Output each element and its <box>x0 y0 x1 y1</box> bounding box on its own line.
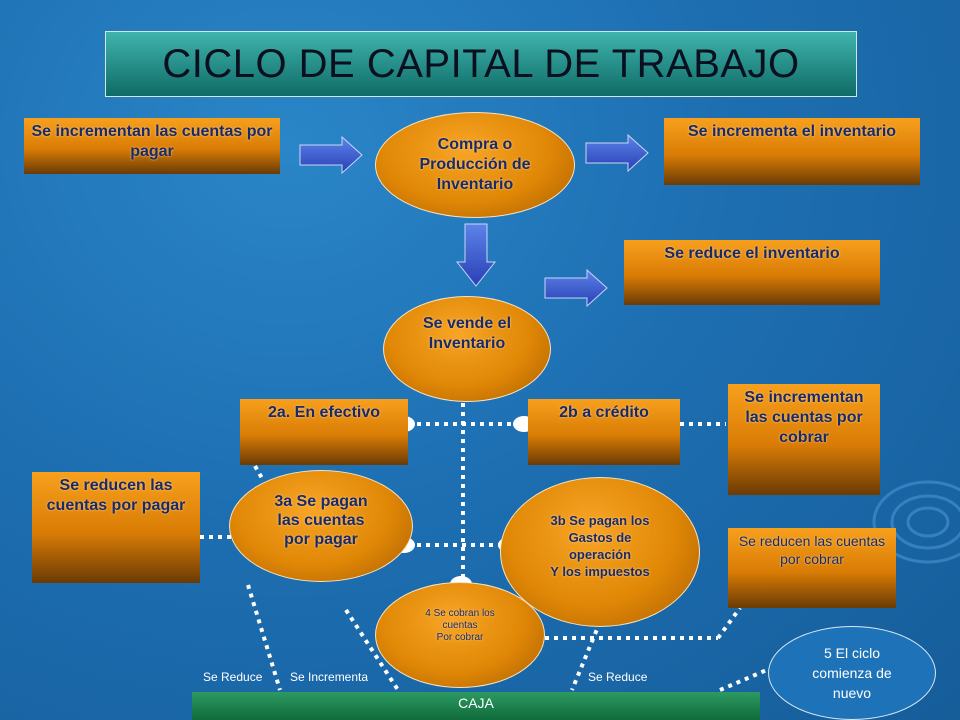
box-cxp-increase: Se incrementan las cuentas por pagar <box>24 118 280 174</box>
connector-cxc-up <box>716 606 742 640</box>
right-arrow-icon <box>299 135 363 175</box>
right-arrow-icon <box>585 133 649 173</box>
oval-purchase: Compra o Producción de Inventario <box>375 112 575 218</box>
box-cxc-increase: Se incrementan las cuentas por cobrar <box>728 384 880 495</box>
box-cxp-reduce: Se reducen las cuentas por pagar <box>32 472 200 583</box>
box-inventory-reduce: Se reduce el inventario <box>624 240 880 305</box>
oval-pay-cxp: 3a Se pagan las cuentas por pagar <box>229 470 413 582</box>
title-banner: CICLO DE CAPITAL DE TRABAJO <box>105 31 857 97</box>
label-increase: Se Incrementa <box>290 670 369 684</box>
label-reduce-right: Se Reduce <box>588 670 648 684</box>
label-reduce-left: Se Reduce <box>203 670 263 684</box>
oval-sell: Se vende el Inventario <box>383 296 551 402</box>
box-cxc-reduce: Se reducen las cuentas por cobrar <box>728 528 896 608</box>
oval-pay-expenses: 3b Se pagan los Gastos de operación Y lo… <box>500 477 700 627</box>
box-credit: 2b a crédito <box>528 399 680 465</box>
caja-bar: CAJA <box>192 692 760 720</box>
box-cash: 2a. En efectivo <box>240 399 408 465</box>
connector-3a-caja <box>246 584 282 691</box>
caja-label: CAJA <box>458 695 494 711</box>
connector-3b-caja <box>570 621 602 691</box>
connector-3a-caja-2 <box>344 608 400 692</box>
down-arrow-icon <box>455 223 497 287</box>
connector-cash-3a <box>253 465 265 481</box>
right-arrow-icon <box>544 268 608 308</box>
page-title: CICLO DE CAPITAL DE TRABAJO <box>162 41 800 86</box>
oval-restart: 5 El ciclo comienza de nuevo <box>768 626 936 720</box>
oval-collect: 4 Se cobran los cuentas Por cobrar <box>375 582 545 688</box>
box-inventory-increase: Se incrementa el inventario <box>664 118 920 185</box>
